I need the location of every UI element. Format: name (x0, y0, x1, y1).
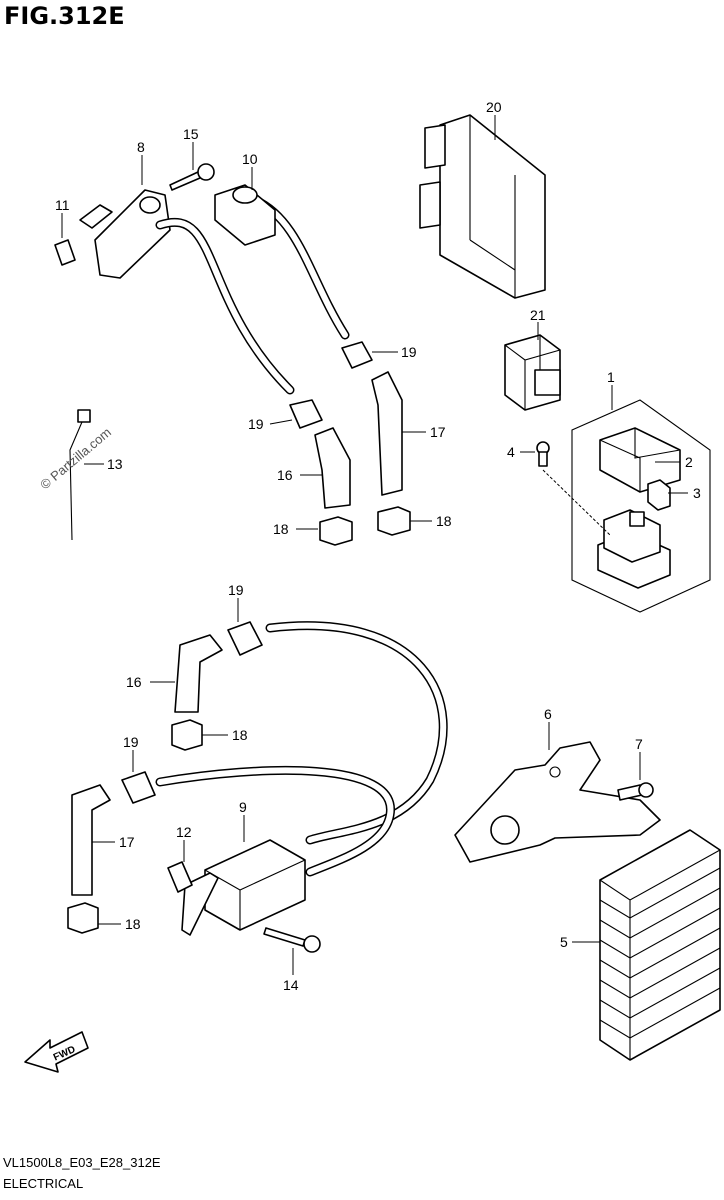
starter-relay-body[interactable] (597, 509, 671, 589)
callout-7: 7 (635, 736, 643, 752)
callout-19: 19 (123, 734, 139, 750)
screw-part-4[interactable] (536, 441, 550, 467)
spacer-part-12[interactable] (167, 861, 193, 893)
plug-cap-cover-part-18[interactable] (377, 506, 411, 536)
plug-cap-seal-part-19[interactable] (341, 341, 373, 369)
regulator-rectifier-part-5[interactable] (599, 829, 721, 1061)
plug-cap-seal-part-19[interactable] (227, 621, 263, 656)
ecm-unit-part-20[interactable] (419, 114, 546, 299)
callout-18: 18 (125, 916, 141, 932)
watermark: © Partzilla.com (37, 424, 114, 492)
forward-direction-arrow: FWD (24, 1031, 89, 1073)
lower-plug-cables (155, 621, 448, 877)
callout-2: 2 (685, 454, 693, 470)
plug-cap-part-17[interactable] (71, 784, 111, 896)
callout-5: 5 (560, 934, 568, 950)
callout-6: 6 (544, 706, 552, 722)
callout-13: 13 (107, 456, 123, 472)
callout-17: 17 (119, 834, 135, 850)
spacer-part-11[interactable] (54, 239, 76, 266)
callout-3: 3 (693, 485, 701, 501)
plug-cap-part-16[interactable] (314, 427, 351, 509)
bolt-part-15[interactable] (169, 163, 215, 191)
plug-cap-seal-part-19[interactable] (121, 771, 156, 804)
callout-18: 18 (232, 727, 248, 743)
fuse-part-3[interactable] (647, 479, 671, 511)
callout-19: 19 (401, 344, 417, 360)
cable-tie-part-13[interactable] (69, 409, 91, 541)
plug-cap-part-16[interactable] (174, 634, 223, 713)
callout-16: 16 (126, 674, 142, 690)
section-name: ELECTRICAL (3, 1176, 84, 1191)
callout-19: 19 (248, 416, 264, 432)
ignition-coil-part-8[interactable] (79, 189, 171, 279)
callout-18: 18 (273, 521, 289, 537)
starter-relay-assembly-box (571, 399, 711, 613)
bolt-part-7[interactable] (617, 782, 654, 801)
callout-1: 1 (607, 369, 615, 385)
ignition-coil-part-9[interactable] (181, 839, 306, 936)
bracket-part-6[interactable] (454, 741, 661, 863)
callout-4: 4 (507, 444, 515, 460)
callout-21: 21 (530, 307, 546, 323)
callout-8: 8 (137, 139, 145, 155)
callout-15: 15 (183, 126, 199, 142)
plug-cap-cover-part-18[interactable] (67, 902, 99, 934)
plug-cap-part-17[interactable] (371, 371, 403, 496)
callout-17: 17 (430, 424, 446, 440)
plug-cap-seal-part-19[interactable] (289, 399, 323, 429)
callout-11: 11 (55, 197, 70, 213)
callout-20: 20 (486, 99, 502, 115)
callout-14: 14 (283, 977, 299, 993)
relay-cover-part-2[interactable] (599, 427, 681, 493)
plug-cap-cover-part-18[interactable] (319, 516, 353, 546)
callout-10: 10 (242, 151, 258, 167)
callout-19: 19 (228, 582, 244, 598)
callout-9: 9 (239, 799, 247, 815)
model-code: VL1500L8_E03_E28_312E (3, 1155, 161, 1170)
noise-suppressor-part-10[interactable] (214, 184, 276, 246)
callout-16: 16 (277, 467, 293, 483)
connector-part-21[interactable] (504, 334, 561, 411)
callout-12: 12 (176, 824, 192, 840)
plug-cap-cover-part-18[interactable] (171, 719, 203, 751)
bolt-part-14[interactable] (263, 927, 321, 953)
figure-title: FIG.312E (4, 2, 125, 30)
callout-18: 18 (436, 513, 452, 529)
